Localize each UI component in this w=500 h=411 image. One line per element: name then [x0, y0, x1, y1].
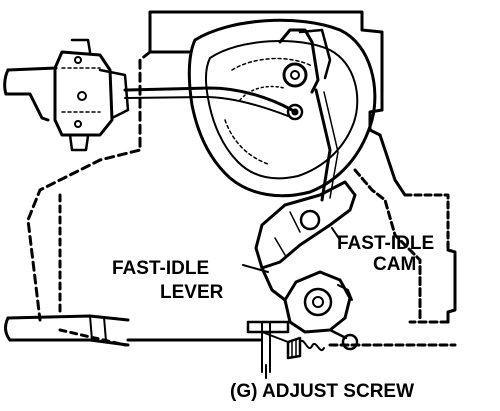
leader-lines — [242, 227, 341, 379]
fast-idle-cam-leader — [331, 227, 341, 241]
fast-idle-cam-label-line2: CAM — [373, 254, 416, 275]
fast-idle-lever-leader — [242, 264, 269, 273]
vacuum-diaphragm — [53, 38, 130, 152]
throttle-housing — [187, 18, 377, 198]
fast-idle-lever — [260, 266, 359, 351]
fast-idle-lever-label-line2: LEVER — [160, 282, 224, 303]
fast-idle-cam — [254, 180, 357, 270]
adjust-screw — [246, 320, 325, 373]
fast-idle-lever-label-line1: FAST-IDLE — [112, 258, 209, 279]
fast-idle-cam-label-line1: FAST-IDLE — [337, 233, 434, 254]
choke-rod — [123, 86, 294, 117]
carburetor-body — [26, 10, 457, 347]
vacuum-hose-top — [3, 66, 58, 122]
adjust-screw-label: (G) ADJUST SCREW — [230, 381, 414, 402]
vacuum-hose-bottom — [4, 314, 130, 347]
cam-link-rod — [314, 88, 339, 202]
